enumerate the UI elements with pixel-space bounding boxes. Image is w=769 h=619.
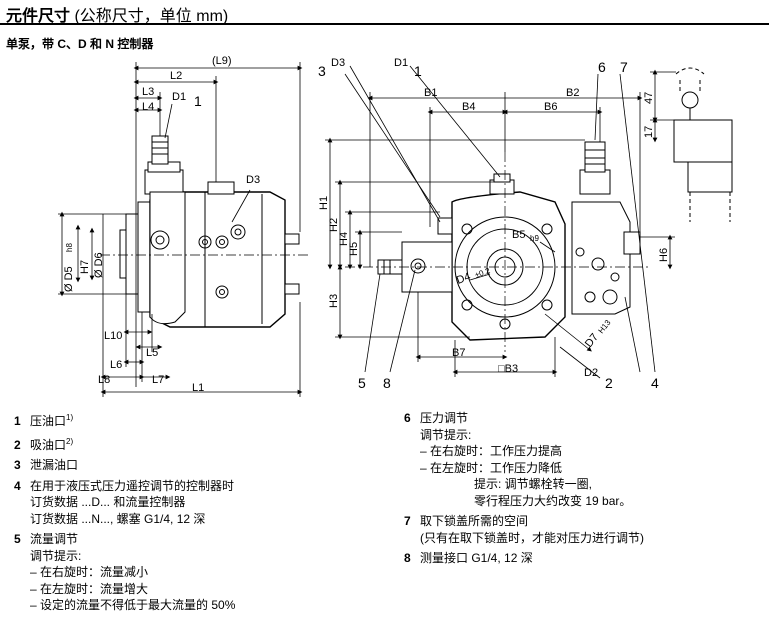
- dim-h8: h8: [65, 243, 74, 252]
- dim-H7: H7: [79, 260, 91, 274]
- dim-B7: B7: [452, 347, 465, 359]
- subtitle: 单泵，带 C、D 和 N 控制器: [6, 37, 154, 51]
- dim-H1: H1: [318, 196, 330, 210]
- title-rule: [0, 23, 769, 25]
- callout-2: 2: [605, 375, 613, 391]
- title-unit: (公称尺寸，单位 mm): [74, 8, 229, 25]
- dim-h9: h9: [530, 234, 539, 243]
- dim-H4: H4: [338, 232, 350, 246]
- callout-3: 3: [318, 63, 326, 79]
- side-view: [100, 135, 310, 328]
- page-title: 元件尺寸 (公称尺寸，单位 mm): [6, 2, 228, 26]
- dim-L6: L6: [110, 359, 122, 371]
- dim-47: 47: [643, 92, 655, 104]
- dim-D4: D4: [455, 271, 472, 287]
- dim-B4: B4: [462, 101, 475, 113]
- dim-D3-side: D3: [246, 174, 260, 186]
- dim-D3-front: D3: [331, 57, 345, 69]
- dim-H2: H2: [328, 218, 340, 232]
- dim-H5: H5: [348, 242, 360, 256]
- dim-L7: L7: [152, 374, 164, 386]
- cap-clearance-view: [673, 67, 733, 222]
- technical-drawing: (L9) L2 L3 L4 D1 1 D3 Ø D5 h8 H7 Ø D6 L1…: [58, 55, 733, 397]
- callout-1-front: 1: [414, 63, 422, 79]
- dim-L9: (L9): [212, 55, 232, 67]
- dim-L4: L4: [142, 101, 154, 113]
- dim-B5: B5: [512, 229, 525, 241]
- dim-B1: B1: [424, 87, 437, 99]
- dim-D1-side: D1: [172, 91, 186, 103]
- callout-6: 6: [598, 59, 606, 75]
- callout-7: 7: [620, 59, 628, 75]
- front-view: [345, 141, 650, 352]
- callout-4: 4: [651, 375, 659, 391]
- dim-D1-front: D1: [394, 57, 408, 69]
- dim-B3: □B3: [498, 363, 518, 375]
- dim-H3: H3: [328, 294, 340, 308]
- callout-5: 5: [358, 375, 366, 391]
- dim-H6: H6: [658, 248, 670, 262]
- dim-D6: Ø D6: [93, 252, 105, 278]
- dim-L1: L1: [192, 382, 204, 394]
- dim-B2: B2: [566, 87, 579, 99]
- dim-L5: L5: [146, 347, 158, 359]
- dim-B6: B6: [544, 101, 557, 113]
- dim-H13: H13: [596, 318, 612, 336]
- dim-17: 17: [643, 126, 655, 138]
- callout-8: 8: [383, 375, 391, 391]
- dim-L10: L10: [104, 330, 122, 342]
- title-text: 元件尺寸: [6, 8, 71, 25]
- dim-L2: L2: [170, 70, 182, 82]
- dim-D2: D2: [584, 367, 598, 379]
- dim-D7: D7: [583, 331, 601, 349]
- dim-L8: L8: [98, 374, 110, 386]
- dim-D5: Ø D5: [63, 266, 75, 292]
- dim-L3: L3: [142, 86, 154, 98]
- callout-1-side: 1: [194, 93, 202, 109]
